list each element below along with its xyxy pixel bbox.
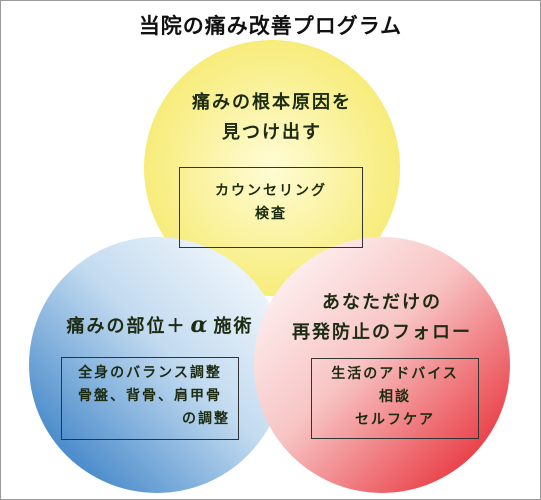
right-heading-line1: あなただけの [322,292,442,313]
left-box-line3: の調整 [182,411,230,427]
left-box: 全身のバランス調整 骨盤、背骨、肩甲骨 の調整 [61,357,239,440]
left-heading-post: 施術 [213,316,254,337]
top-box-line2: 検査 [255,206,287,222]
top-box-line1: カウンセリング [215,183,327,199]
right-box-line2: 相談 [379,389,411,405]
left-circle [29,237,285,493]
alpha-symbol: α [190,312,210,338]
page-title: 当院の痛み改善プログラム [138,14,403,38]
top-heading-line2: 見つけ出す [222,122,322,143]
left-box-line2: 骨盤、背骨、肩甲骨 [78,388,222,404]
right-circle [254,237,510,493]
top-circle [144,40,400,296]
top-heading-line1: 痛みの根本原因を [192,92,352,113]
right-box-line3: セルフケア [355,412,435,428]
left-heading-pre: 痛みの部位＋ [66,316,187,337]
top-heading: 痛みの根本原因を 見つけ出す [162,88,382,148]
right-heading-line2: 再発防止のフォロー [292,322,472,343]
right-heading: あなただけの 再発防止のフォロー [272,288,492,348]
right-box-line1: 生活のアドバイス [331,366,459,382]
top-box: カウンセリング 検査 [179,167,363,248]
right-box: 生活のアドバイス 相談 セルフケア [311,358,479,439]
left-box-line1: 全身のバランス調整 [78,365,222,381]
